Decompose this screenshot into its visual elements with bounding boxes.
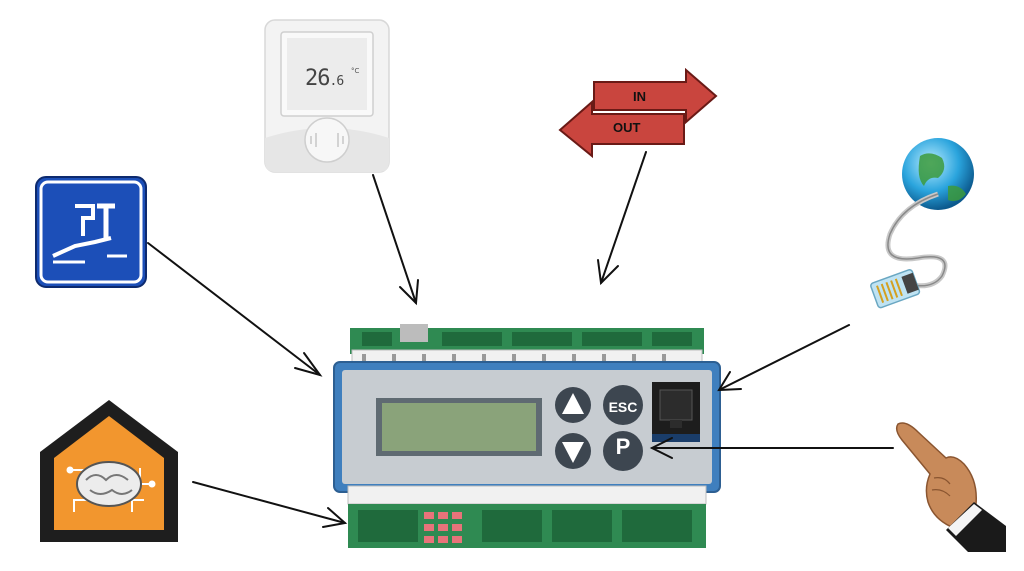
in-out-arrows-icon: IN OUT — [556, 68, 718, 160]
thermostat-unit: °C — [351, 67, 360, 75]
in-label: IN — [633, 89, 646, 104]
thermostat-icon: 26.6 °C — [263, 18, 391, 178]
arrow-smart-home — [192, 481, 348, 528]
esc-button-label: ESC — [608, 399, 638, 415]
p-button-label: P — [615, 434, 631, 459]
thermostat-temperature: 26.6 — [305, 66, 344, 91]
arrow-level-sensor — [147, 242, 323, 377]
level-sensor-icon — [35, 176, 147, 288]
globe-network-cable-icon — [870, 138, 974, 309]
out-label: OUT — [613, 120, 641, 135]
arrow-thermostat — [372, 174, 419, 306]
controller-unit: ESC P — [332, 324, 722, 550]
pointing-hand-icon — [895, 422, 1006, 552]
smart-home-brain-icon — [40, 400, 178, 542]
arrow-globe — [717, 324, 850, 392]
arrow-io — [597, 151, 647, 286]
